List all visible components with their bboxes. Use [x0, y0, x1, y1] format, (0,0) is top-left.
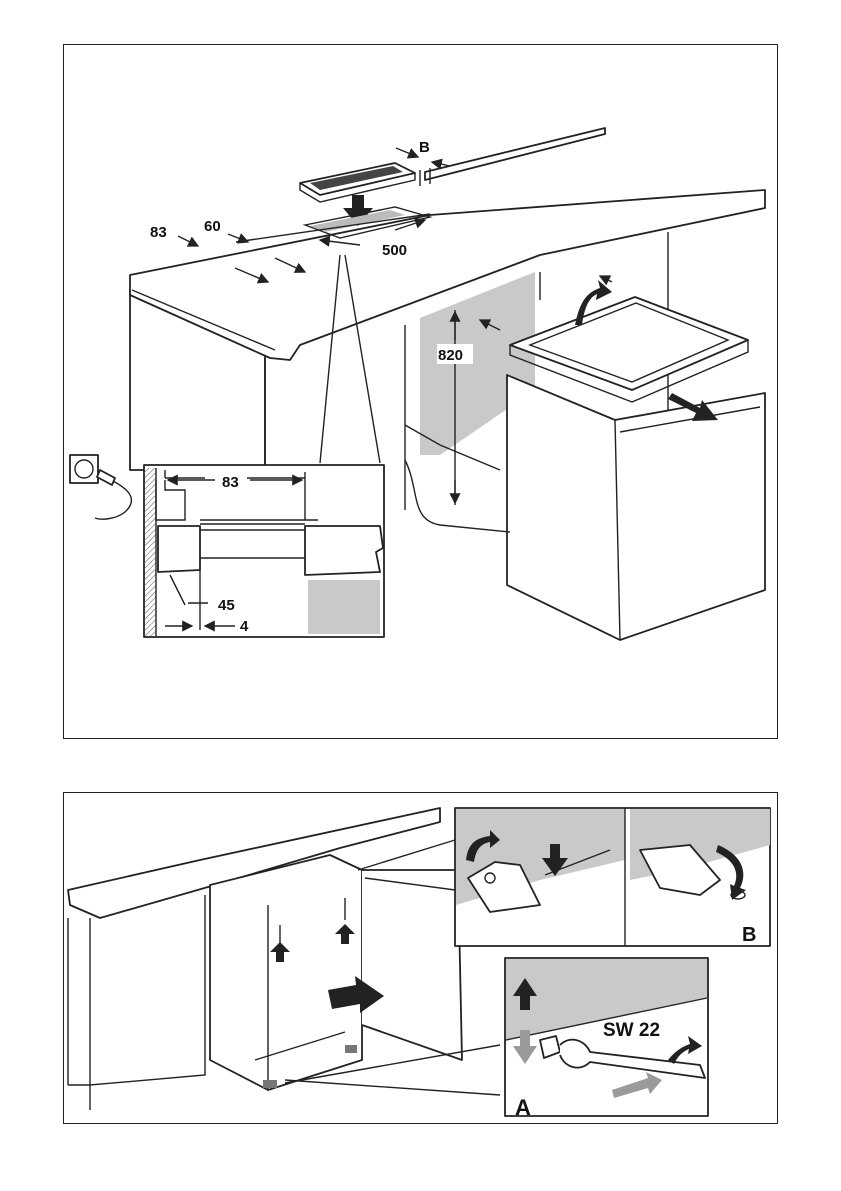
fridge-unit [507, 297, 765, 640]
power-cable [405, 460, 510, 532]
dimension-83-label: 83 [150, 224, 167, 241]
wall-socket [70, 455, 131, 519]
bottom-illustration-panel [63, 792, 778, 1124]
inset-dimension-45-label: 45 [218, 597, 235, 614]
dimension-b-label: B [419, 139, 430, 156]
inset-dimension-4-label: 4 [240, 618, 249, 635]
inset-dimension-83-label: 83 [222, 474, 239, 491]
dimension-60-label: 60 [204, 218, 221, 235]
dimension-500-label: 500 [382, 242, 407, 259]
side-rail [420, 128, 605, 186]
dimension-820-label: 820 [438, 347, 463, 364]
